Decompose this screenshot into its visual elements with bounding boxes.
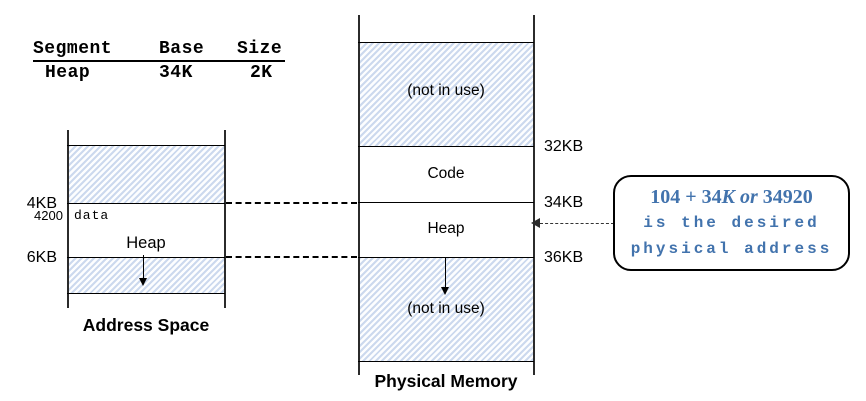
callout-line2: is the desired — [643, 214, 820, 232]
segment-table-divider — [33, 60, 285, 62]
callout-line3: physical address — [630, 240, 833, 258]
segment-table-header-base: Base — [159, 39, 205, 59]
physical-memory-marker-34kb: 34KB — [544, 194, 584, 211]
physical-memory-bottom-boundary — [358, 360, 534, 362]
address-space-marker-6kb: 6KB — [26, 249, 57, 266]
connector-6kb-to-36kb — [226, 255, 357, 258]
physical-memory-heap-growth-arrow — [444, 257, 447, 288]
physical-memory-marker-36kb: 36KB — [544, 249, 584, 266]
physical-memory-right-edge — [533, 15, 535, 375]
address-space-4kb-boundary — [67, 202, 225, 204]
physical-memory-heap-growth-arrowhead-icon — [440, 287, 449, 295]
callout-formula-line: 104 + 34K or 34920 — [650, 186, 813, 208]
physical-memory-not-in-use-bottom-label: (not in use) — [407, 300, 485, 317]
address-space-unused-top-region — [68, 146, 224, 203]
physical-memory-top-boundary — [358, 42, 534, 44]
address-space-right-edge — [224, 130, 226, 308]
connector-4kb-to-34kb — [226, 201, 357, 204]
callout-arrow-line — [540, 222, 614, 224]
address-space-marker-4kb: 4KB — [26, 195, 57, 212]
physical-memory-marker-32kb: 32KB — [544, 138, 584, 155]
address-space-heap-growth-arrow — [142, 255, 145, 279]
address-space-top-boundary — [67, 145, 225, 147]
address-space-unused-bottom-region — [68, 258, 224, 293]
physical-memory-left-edge — [358, 15, 360, 375]
physical-address-callout: 104 + 34K or 34920 is the desired physic… — [613, 175, 850, 271]
physical-memory-34kb-boundary — [358, 201, 534, 203]
segment-table-header-segment: Segment — [33, 39, 113, 59]
physical-memory-unused-top-region — [359, 43, 533, 146]
segment-table-cell-base: 34K — [159, 63, 193, 83]
address-space-caption: Address Space — [82, 315, 210, 335]
segment-table-header-size: Size — [237, 39, 283, 59]
address-space-offset-4200: 4200 — [34, 208, 63, 223]
segment-table-cell-size: 2K — [250, 63, 273, 83]
address-space-left-edge — [67, 130, 69, 308]
address-space-heap-growth-arrowhead-icon — [138, 278, 147, 286]
physical-memory-code-label: Code — [427, 164, 465, 182]
physical-memory-32kb-boundary — [358, 145, 534, 147]
address-space-bottom-boundary — [67, 292, 225, 294]
address-space-6kb-boundary — [67, 256, 225, 258]
segment-table-cell-segment: Heap — [45, 63, 91, 83]
callout-arrowhead-icon — [531, 218, 540, 228]
physical-memory-not-in-use-top-label: (not in use) — [407, 81, 485, 99]
physical-memory-heap-label: Heap — [427, 220, 465, 237]
address-space-heap-label: Heap — [126, 234, 166, 252]
physical-memory-caption: Physical Memory — [374, 371, 518, 391]
address-space-data-label: data — [74, 208, 110, 223]
